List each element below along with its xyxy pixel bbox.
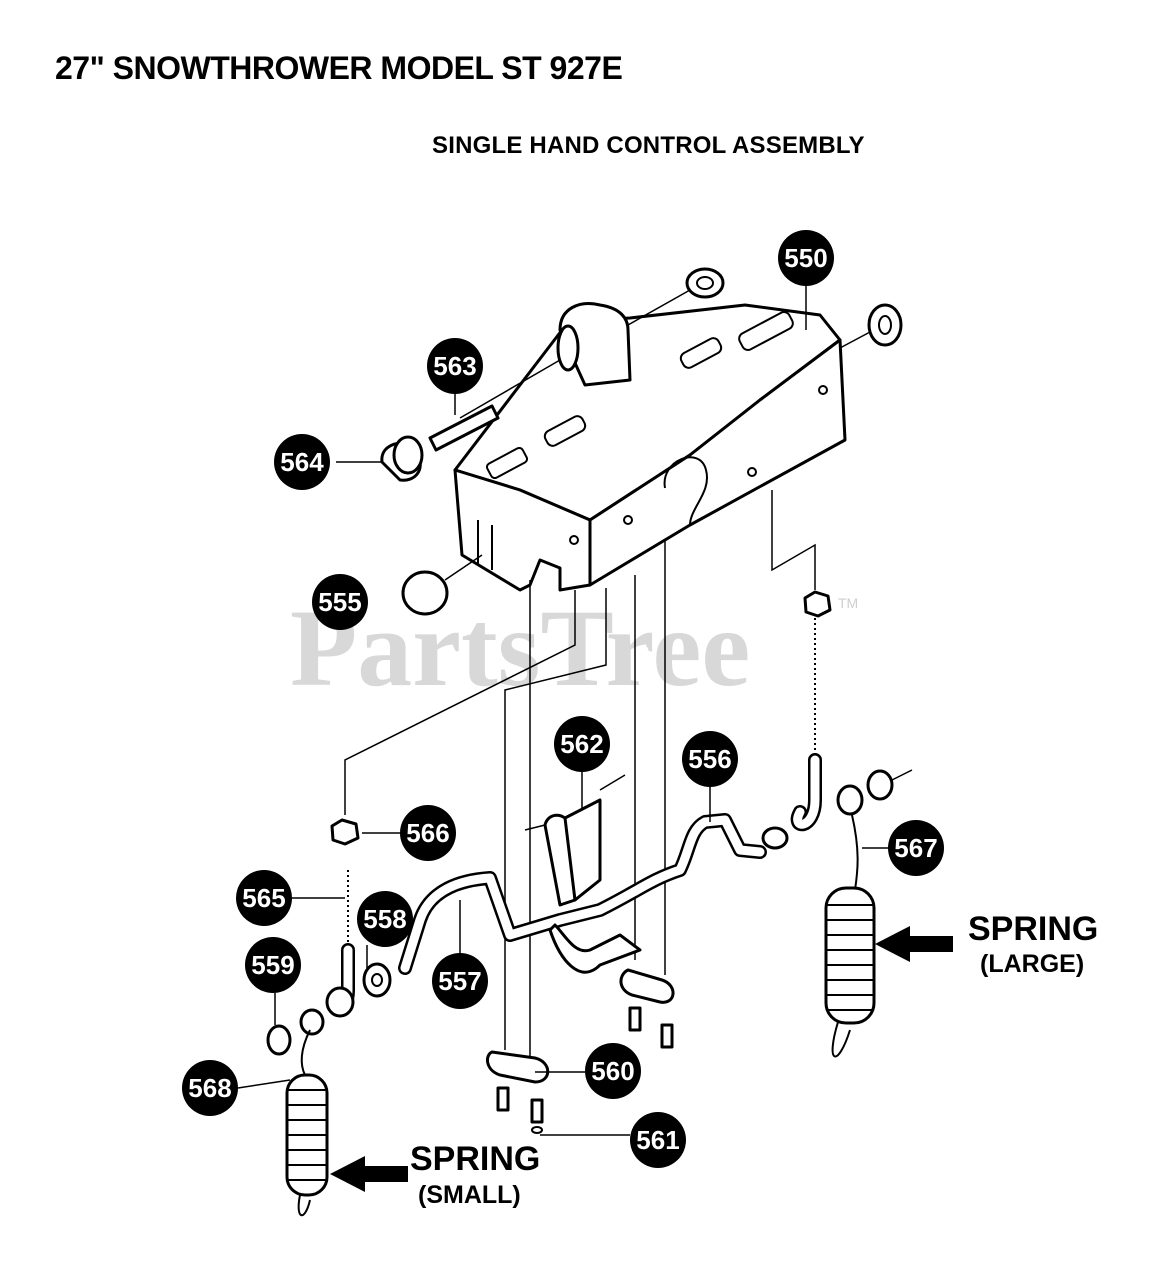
svg-text:561: 561 [636, 1125, 679, 1155]
callout-561: 561 [630, 1112, 686, 1168]
label-spring-small: SPRING [410, 1140, 540, 1178]
spring-eye-left [299, 986, 355, 1036]
callout-563: 563 [427, 338, 483, 394]
callout-564: 564 [274, 434, 330, 490]
label-spring-large: SPRING [968, 910, 1098, 948]
callout-567: 567 [888, 820, 944, 876]
callout-558: 558 [357, 891, 413, 947]
lock-washer-559 [266, 1024, 292, 1056]
nut-left [330, 818, 360, 846]
callout-559: 559 [245, 937, 301, 993]
callout-566: 566 [400, 805, 456, 861]
label-spring-small-size: (SMALL) [418, 1181, 521, 1209]
svg-text:557: 557 [438, 966, 481, 996]
page-title: 27" SNOWTHROWER MODEL ST 927E [55, 50, 623, 86]
svg-text:563: 563 [433, 351, 476, 381]
callout-555: 555 [312, 574, 368, 630]
control-bracket [453, 303, 847, 592]
svg-text:562: 562 [560, 729, 603, 759]
callout-550: 550 [778, 230, 834, 286]
link-plate-560 [486, 968, 675, 1084]
washer-558 [362, 962, 392, 998]
bushing-top [685, 267, 725, 299]
diagram-subtitle: SINGLE HAND CONTROL ASSEMBLY [432, 132, 865, 159]
svg-text:560: 560 [591, 1056, 634, 1086]
spring-eye-right [836, 784, 864, 816]
svg-text:550: 550 [784, 243, 827, 273]
callout-557: 557 [432, 953, 488, 1009]
control-rod [398, 813, 767, 975]
svg-text:565: 565 [242, 883, 285, 913]
cap-555 [401, 570, 449, 616]
svg-text:555: 555 [318, 587, 361, 617]
pivot-block [556, 302, 632, 387]
watermark-tm: TM [838, 595, 858, 611]
svg-text:556: 556 [688, 744, 731, 774]
screws-561 [496, 1006, 674, 1134]
label-spring-large-size: (LARGE) [980, 950, 1084, 978]
lock-washer-top [867, 303, 903, 347]
spring-small [285, 1029, 329, 1217]
callout-568: 568 [182, 1060, 238, 1116]
svg-text:568: 568 [188, 1073, 231, 1103]
svg-text:567: 567 [894, 833, 937, 863]
pin-563 [428, 404, 500, 452]
svg-text:558: 558 [363, 904, 406, 934]
lock-washer-right [866, 769, 894, 801]
callout-560: 560 [585, 1043, 641, 1099]
callout-556: 556 [682, 731, 738, 787]
svg-text:564: 564 [280, 447, 324, 477]
eyebolt-right [790, 618, 822, 832]
svg-text:559: 559 [251, 950, 294, 980]
arrow-large [875, 926, 953, 962]
bushing-564 [380, 435, 424, 482]
eyebolt-left [330, 870, 355, 1013]
svg-text:566: 566 [406, 818, 449, 848]
arrow-small [330, 1156, 408, 1192]
callout-562: 562 [554, 716, 610, 772]
callout-565: 565 [236, 870, 292, 926]
clip-562 [543, 798, 642, 974]
washer-right [761, 826, 789, 850]
spring-large [824, 814, 876, 1058]
nut-right [803, 590, 832, 618]
